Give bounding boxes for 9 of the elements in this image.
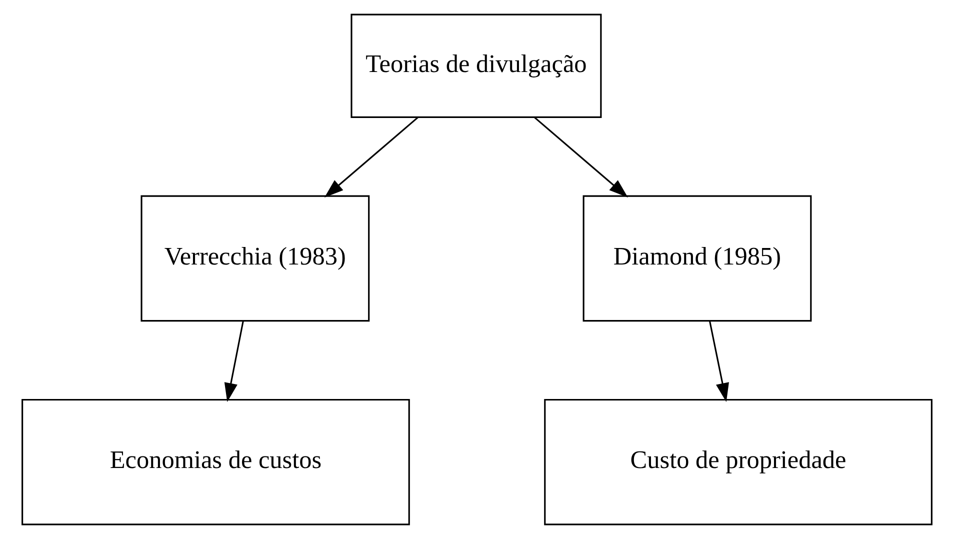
arrow [224,321,244,402]
node-box: Custo de propriedade [544,398,932,526]
arrow [324,116,418,198]
node-box: Diamond (1985) [582,195,812,322]
node-box: Teorias de divulgação [350,14,602,118]
node-box: Verrecchia (1983) [140,195,370,322]
node-box: Economias de custos [21,398,410,526]
arrow [533,116,628,198]
arrow [708,321,728,402]
